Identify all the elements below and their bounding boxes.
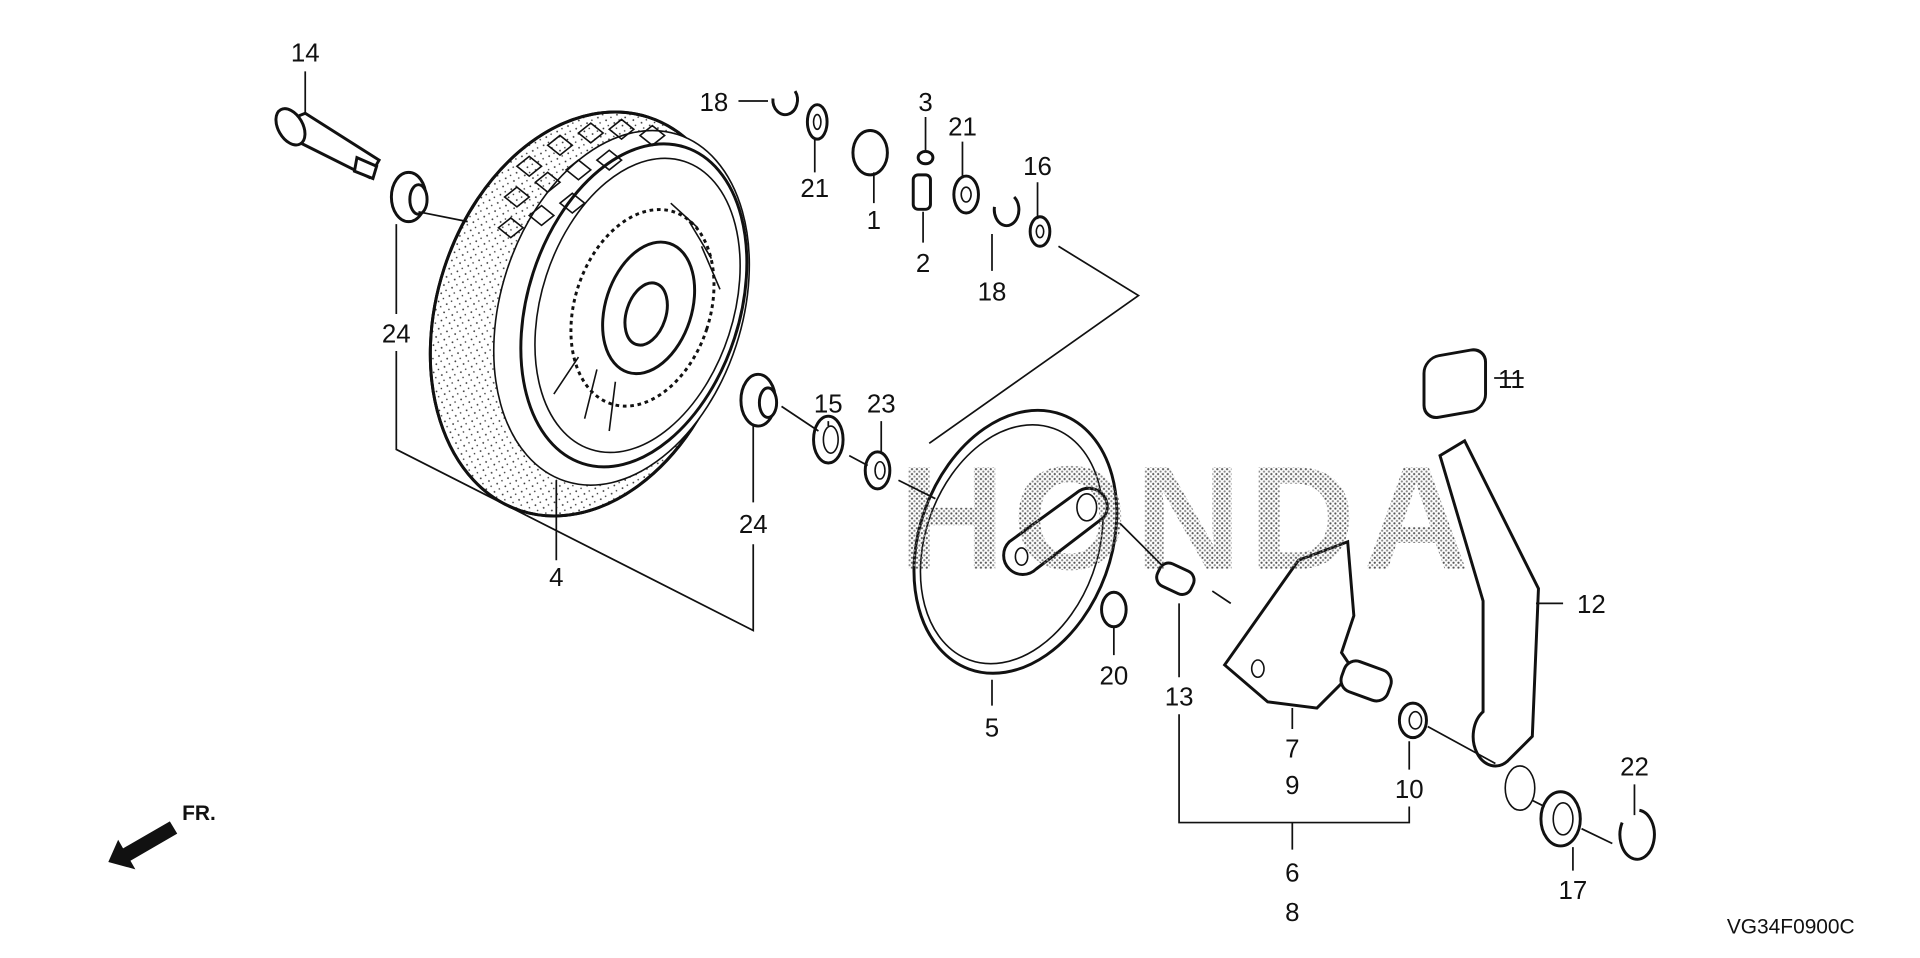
callout-labels: 14 18 21 1 3 2 21 18 16 24 24 4 15 23 11… bbox=[291, 40, 1649, 927]
callout-4: 4 bbox=[549, 564, 563, 592]
bushing-inner bbox=[739, 372, 779, 428]
callout-18-bottom: 18 bbox=[978, 278, 1007, 306]
callout-6: 6 bbox=[1285, 860, 1299, 888]
small-parts-cluster bbox=[771, 90, 1052, 491]
collar-20 bbox=[1100, 590, 1128, 629]
callout-3: 3 bbox=[918, 89, 932, 117]
front-label: FR. bbox=[182, 802, 216, 825]
diagram-code: VG34F0900C bbox=[1727, 915, 1855, 938]
callout-16: 16 bbox=[1023, 153, 1052, 181]
callout-24-left: 24 bbox=[382, 320, 411, 348]
callout-12: 12 bbox=[1577, 591, 1606, 619]
callout-9: 9 bbox=[1285, 772, 1299, 800]
callout-14: 14 bbox=[291, 40, 320, 68]
front-direction-arrow: FR. bbox=[108, 802, 216, 870]
wheel-cover bbox=[912, 408, 1119, 675]
callout-21-left: 21 bbox=[800, 175, 829, 203]
callout-5: 5 bbox=[985, 714, 999, 742]
callout-2: 2 bbox=[916, 250, 930, 278]
washer-17 bbox=[1539, 790, 1582, 848]
callout-18-top: 18 bbox=[699, 89, 728, 117]
callout-8: 8 bbox=[1285, 899, 1299, 927]
callout-10: 10 bbox=[1395, 776, 1424, 804]
callout-20: 20 bbox=[1099, 663, 1128, 691]
axle-bolt bbox=[274, 107, 382, 181]
grip-cap bbox=[1422, 348, 1488, 420]
callout-24-right: 24 bbox=[739, 511, 768, 539]
callout-17: 17 bbox=[1559, 877, 1588, 905]
callout-1: 1 bbox=[867, 207, 881, 235]
lever-plate bbox=[1222, 539, 1428, 740]
callout-21-right: 21 bbox=[948, 113, 977, 141]
callout-15: 15 bbox=[814, 391, 843, 419]
callout-7: 7 bbox=[1285, 735, 1299, 763]
callout-23: 23 bbox=[867, 391, 896, 419]
callout-11: 11 bbox=[1498, 366, 1525, 394]
collar-13 bbox=[1155, 561, 1196, 596]
lever-arm bbox=[1438, 438, 1540, 768]
clip-22 bbox=[1618, 808, 1656, 861]
bushing-outer bbox=[389, 170, 429, 224]
callout-22: 22 bbox=[1620, 754, 1649, 782]
leader-lines bbox=[304, 71, 1636, 871]
wheel-assembly bbox=[428, 110, 751, 518]
callout-13: 13 bbox=[1165, 684, 1194, 712]
